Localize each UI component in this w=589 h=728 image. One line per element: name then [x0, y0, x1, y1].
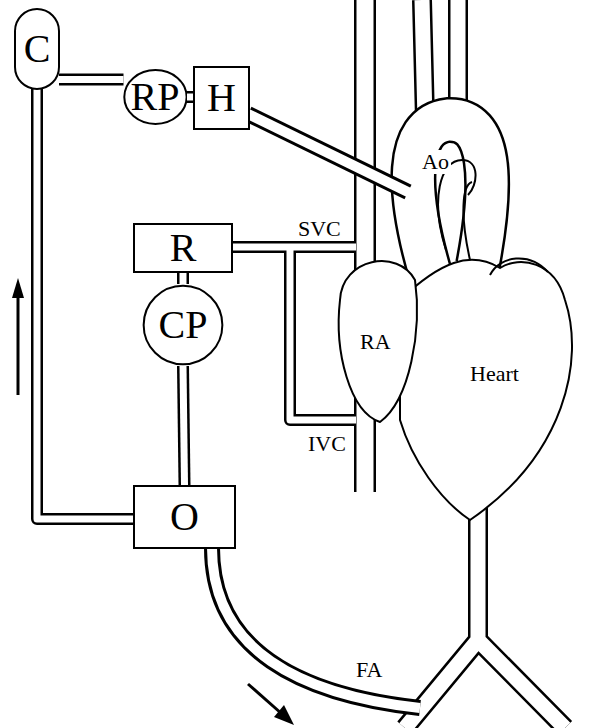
pump-circle: CP: [142, 284, 224, 366]
node-label: R: [170, 228, 197, 268]
heart-outline: [400, 260, 572, 520]
node-label: C: [24, 29, 51, 69]
pulmonary-artery: [438, 160, 475, 260]
right-atrium: [339, 261, 417, 422]
anatomy-label: IVC: [306, 432, 348, 456]
flow-arrows: [12, 278, 294, 725]
tube-connector: [59, 79, 124, 80]
node-label: RP: [131, 77, 180, 117]
tube-wall: [183, 366, 185, 485]
tube-wall: [180, 273, 187, 285]
tube-wall: [183, 366, 185, 485]
node-shape: [144, 286, 223, 365]
left-atrium: [490, 258, 548, 275]
tube-wall: [37, 89, 134, 519]
node-label: O: [170, 497, 199, 537]
node-label: H: [207, 78, 236, 118]
aortic-arch: [413, 120, 487, 280]
tube-connector: [37, 89, 134, 519]
device-box: R: [133, 223, 233, 273]
anatomy-label: SVC: [296, 217, 343, 241]
node-label: CP: [159, 305, 208, 345]
pump-circle: RP: [123, 69, 188, 125]
reservoir-capsule: C: [14, 8, 60, 90]
femoral-tube: [212, 548, 420, 708]
anatomy-label: Heart: [468, 362, 521, 386]
anatomy-label: FA: [354, 658, 385, 682]
tube-wall: [177, 273, 189, 285]
anatomy-label: RA: [358, 330, 393, 354]
tube-connector: [183, 273, 184, 285]
tube-wall: [59, 74, 124, 86]
tube-wall: [37, 89, 134, 519]
node-shape: [124, 70, 186, 124]
tube-wall: [59, 76, 124, 83]
tube-connector: [183, 366, 185, 485]
anatomy-label: Ao: [420, 150, 451, 174]
device-box: O: [133, 485, 236, 549]
venous-tube: [232, 247, 356, 420]
device-box: H: [193, 66, 250, 130]
node-shape: [15, 9, 59, 89]
